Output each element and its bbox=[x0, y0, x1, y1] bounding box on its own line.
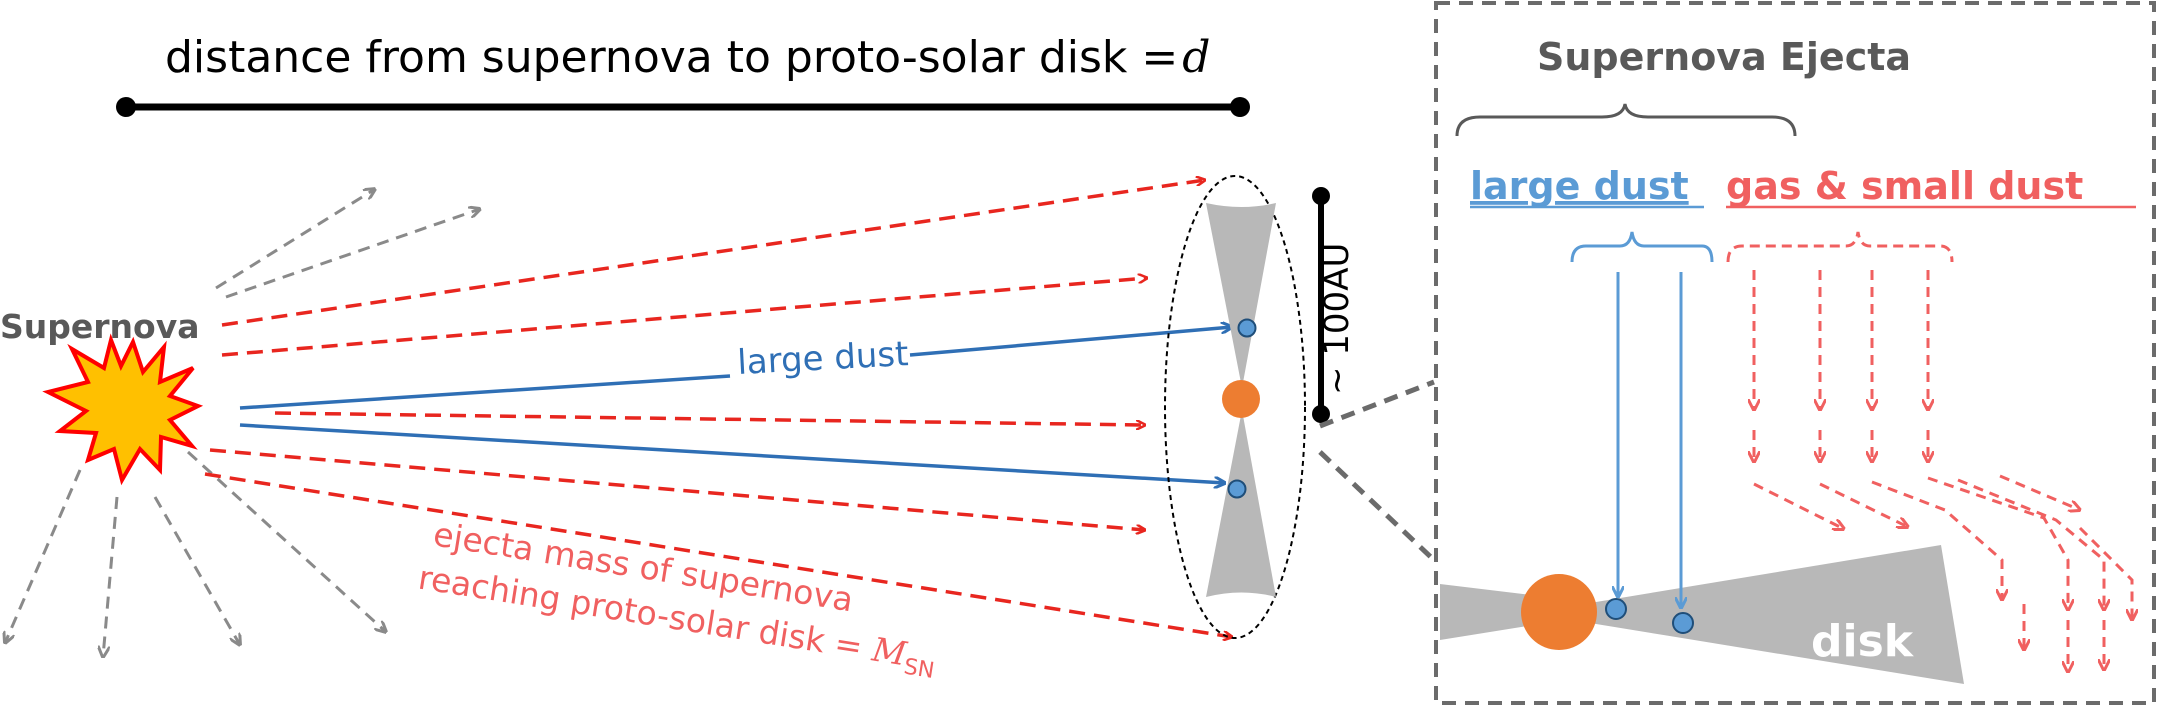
scale-label: ~ 100AU bbox=[1317, 243, 1357, 395]
inset-disk-inner bbox=[1440, 584, 1540, 640]
blue-arrow bbox=[909, 327, 1232, 357]
gas-brace bbox=[1726, 231, 1954, 263]
inset-disk-label: disk bbox=[1811, 616, 1915, 667]
inset-gas-arrows bbox=[1754, 270, 2132, 672]
gray-arrow bbox=[186, 450, 386, 632]
zoom-connector bbox=[1319, 379, 1435, 429]
inset-large-dust-label: large dust bbox=[1470, 164, 1689, 208]
protosun bbox=[1222, 380, 1260, 418]
red-arrow bbox=[221, 180, 1205, 327]
blue-arrow-segment bbox=[239, 374, 731, 410]
large-dust-brace bbox=[1570, 231, 1714, 263]
large-dust-arrows bbox=[239, 327, 1232, 483]
red-arrow bbox=[221, 278, 1147, 357]
distance-label: distance from supernova to proto-solar d… bbox=[165, 32, 1210, 83]
supernova-star-icon bbox=[42, 333, 204, 486]
dust-grain bbox=[1227, 479, 1247, 499]
distance-bar-left-end bbox=[116, 97, 136, 117]
gas-arrow bbox=[1871, 480, 2002, 600]
inset-frame bbox=[1434, 1, 2156, 705]
inset-title: Supernova Ejecta bbox=[1537, 35, 1911, 79]
gas-arrow bbox=[1927, 476, 2068, 610]
red-arrow bbox=[209, 448, 1145, 530]
inset-dust-grain bbox=[1605, 598, 1627, 620]
gas-arrow bbox=[2078, 526, 2132, 620]
gas-arrow bbox=[1999, 474, 2080, 510]
scale-bar-bottom-end bbox=[1312, 405, 1330, 423]
gray-ejecta-arrows bbox=[5, 189, 480, 657]
gray-arrow bbox=[153, 496, 240, 645]
dust-grain bbox=[1237, 318, 1257, 338]
disk-lower-half bbox=[1206, 410, 1276, 597]
gray-arrow bbox=[103, 496, 119, 657]
zoom-ellipse bbox=[1164, 175, 1306, 639]
inset-dust-grain bbox=[1672, 612, 1694, 634]
inset-gas-label: gas & small dust bbox=[1726, 164, 2083, 208]
red-arrow bbox=[274, 411, 1145, 425]
gas-arrow bbox=[1753, 482, 1844, 529]
disk-upper-half bbox=[1206, 203, 1276, 388]
gray-arrow bbox=[215, 189, 375, 290]
inset-protosun bbox=[1521, 574, 1597, 650]
red-ejecta-arrows bbox=[204, 180, 1232, 637]
ejecta-mass-label: ejecta mass of supernova reaching proto-… bbox=[416, 514, 936, 684]
supernova-label: Supernova bbox=[0, 307, 199, 346]
gray-arrow bbox=[225, 209, 480, 299]
inset-title-brace bbox=[1455, 103, 1797, 137]
inset-large-dust-arrows bbox=[1618, 272, 1681, 608]
gas-arrow bbox=[1957, 478, 2104, 610]
inset-disk-outer bbox=[1590, 545, 1964, 684]
gray-arrow bbox=[5, 469, 82, 643]
large-dust-label: large dust bbox=[736, 334, 909, 383]
distance-bar-right-end bbox=[1230, 97, 1250, 117]
blue-arrow bbox=[239, 423, 1225, 483]
scale-bar-top-end bbox=[1312, 187, 1330, 205]
zoom-connector bbox=[1318, 450, 1436, 562]
